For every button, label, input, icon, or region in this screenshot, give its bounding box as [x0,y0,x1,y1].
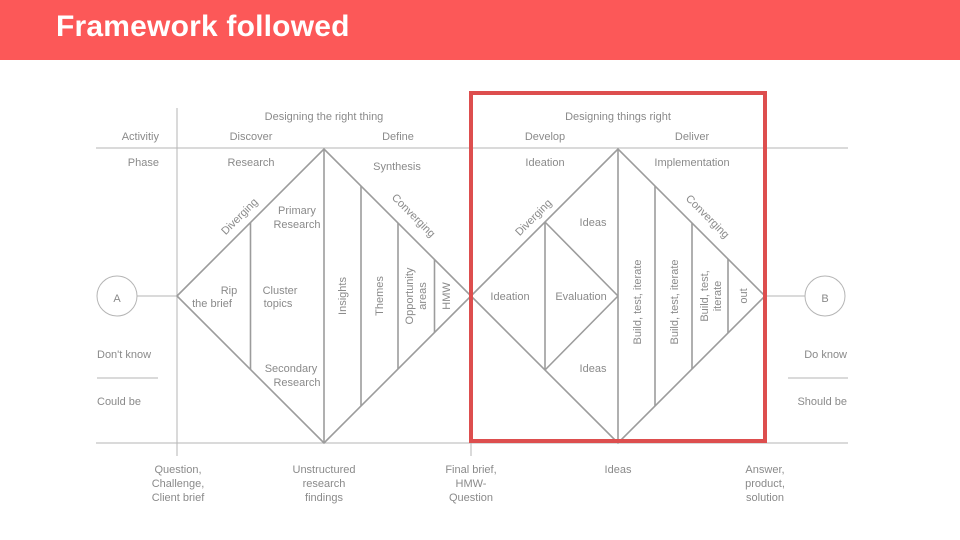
start-label: A [113,293,121,305]
page-title: Framework followed [56,10,350,43]
end-circle [804,275,846,317]
highlight-box [469,91,767,443]
rip-brief-line-1: Rip [221,285,238,297]
unstructured-line-2: research [303,478,346,490]
should-be-label: Should be [797,396,847,408]
cluster-topics-line-1: Cluster [263,285,298,297]
evaluation-split-top [544,221,619,297]
diverging-label-1: Diverging [219,196,260,237]
question-line-3: Client brief [152,492,206,504]
opportunity-areas-line-2: areas [417,282,429,310]
ideation-inner-label: Ideation [490,291,529,303]
unstructured-line-3: findings [305,492,343,504]
could-be-label: Could be [97,396,141,408]
build-test-iterate-3-line-2: iterate [712,281,724,312]
rip-brief-line-2: the brief [192,298,233,310]
activity-deliver: Deliver [675,131,710,143]
build-test-iterate-3-line-1: Build, test, [699,270,711,321]
unstructured-line-1: Unstructured [293,464,356,476]
converging-label-1: Converging [389,192,437,240]
cluster-topics-line-2: topics [264,298,293,310]
activity-define: Define [382,131,414,143]
designing-things-right-label: Designing things right [565,111,671,123]
converging-label-2: Converging [683,193,731,241]
ideas-bottom-label: Ideas [580,363,607,375]
final-brief-line-3: Question [449,492,493,504]
build-test-iterate-1: Build, test, iterate [632,260,644,345]
phase-research: Research [227,157,274,169]
final-brief-line-2: HMW- [456,478,487,490]
build-test-iterate-2: Build, test, iterate [669,260,681,345]
end-label: B [821,293,828,305]
evaluation-label: Evaluation [555,291,606,303]
themes-label: Themes [374,276,386,316]
answer-line-3: solution [746,492,784,504]
answer-line-2: product, [745,478,785,490]
start-circle [96,275,138,317]
designing-right-thing-label: Designing the right thing [265,111,384,123]
secondary-research-line-2: Research [273,377,320,389]
ideas-top-label: Ideas [580,217,607,229]
activity-row-label: Activitiy [122,131,160,143]
ideas-bottom-output: Ideas [605,464,632,476]
answer-line-1: Answer, [745,464,784,476]
header-banner: Framework followed [0,0,960,60]
insights-label: Insights [337,277,349,315]
question-line-1: Question, [154,464,201,476]
evaluation-split-bottom [544,295,619,371]
phase-row-label: Phase [128,157,159,169]
activity-develop: Develop [525,131,565,143]
question-line-2: Challenge, [152,478,205,490]
do-know-label: Do know [804,349,847,361]
out-label: out [738,288,750,303]
phase-ideation: Ideation [525,157,564,169]
hmw-label: HMW [441,282,453,310]
phase-synthesis: Synthesis [373,161,421,173]
primary-research-line-1: Primary [278,205,316,217]
dont-know-label: Don't know [97,349,151,361]
activity-discover: Discover [230,131,273,143]
phase-implementation: Implementation [654,157,729,169]
primary-research-line-2: Research [273,219,320,231]
opportunity-areas-line-1: Opportunity [404,267,416,324]
secondary-research-line-1: Secondary [265,363,318,375]
final-brief-line-1: Final brief, [445,464,496,476]
